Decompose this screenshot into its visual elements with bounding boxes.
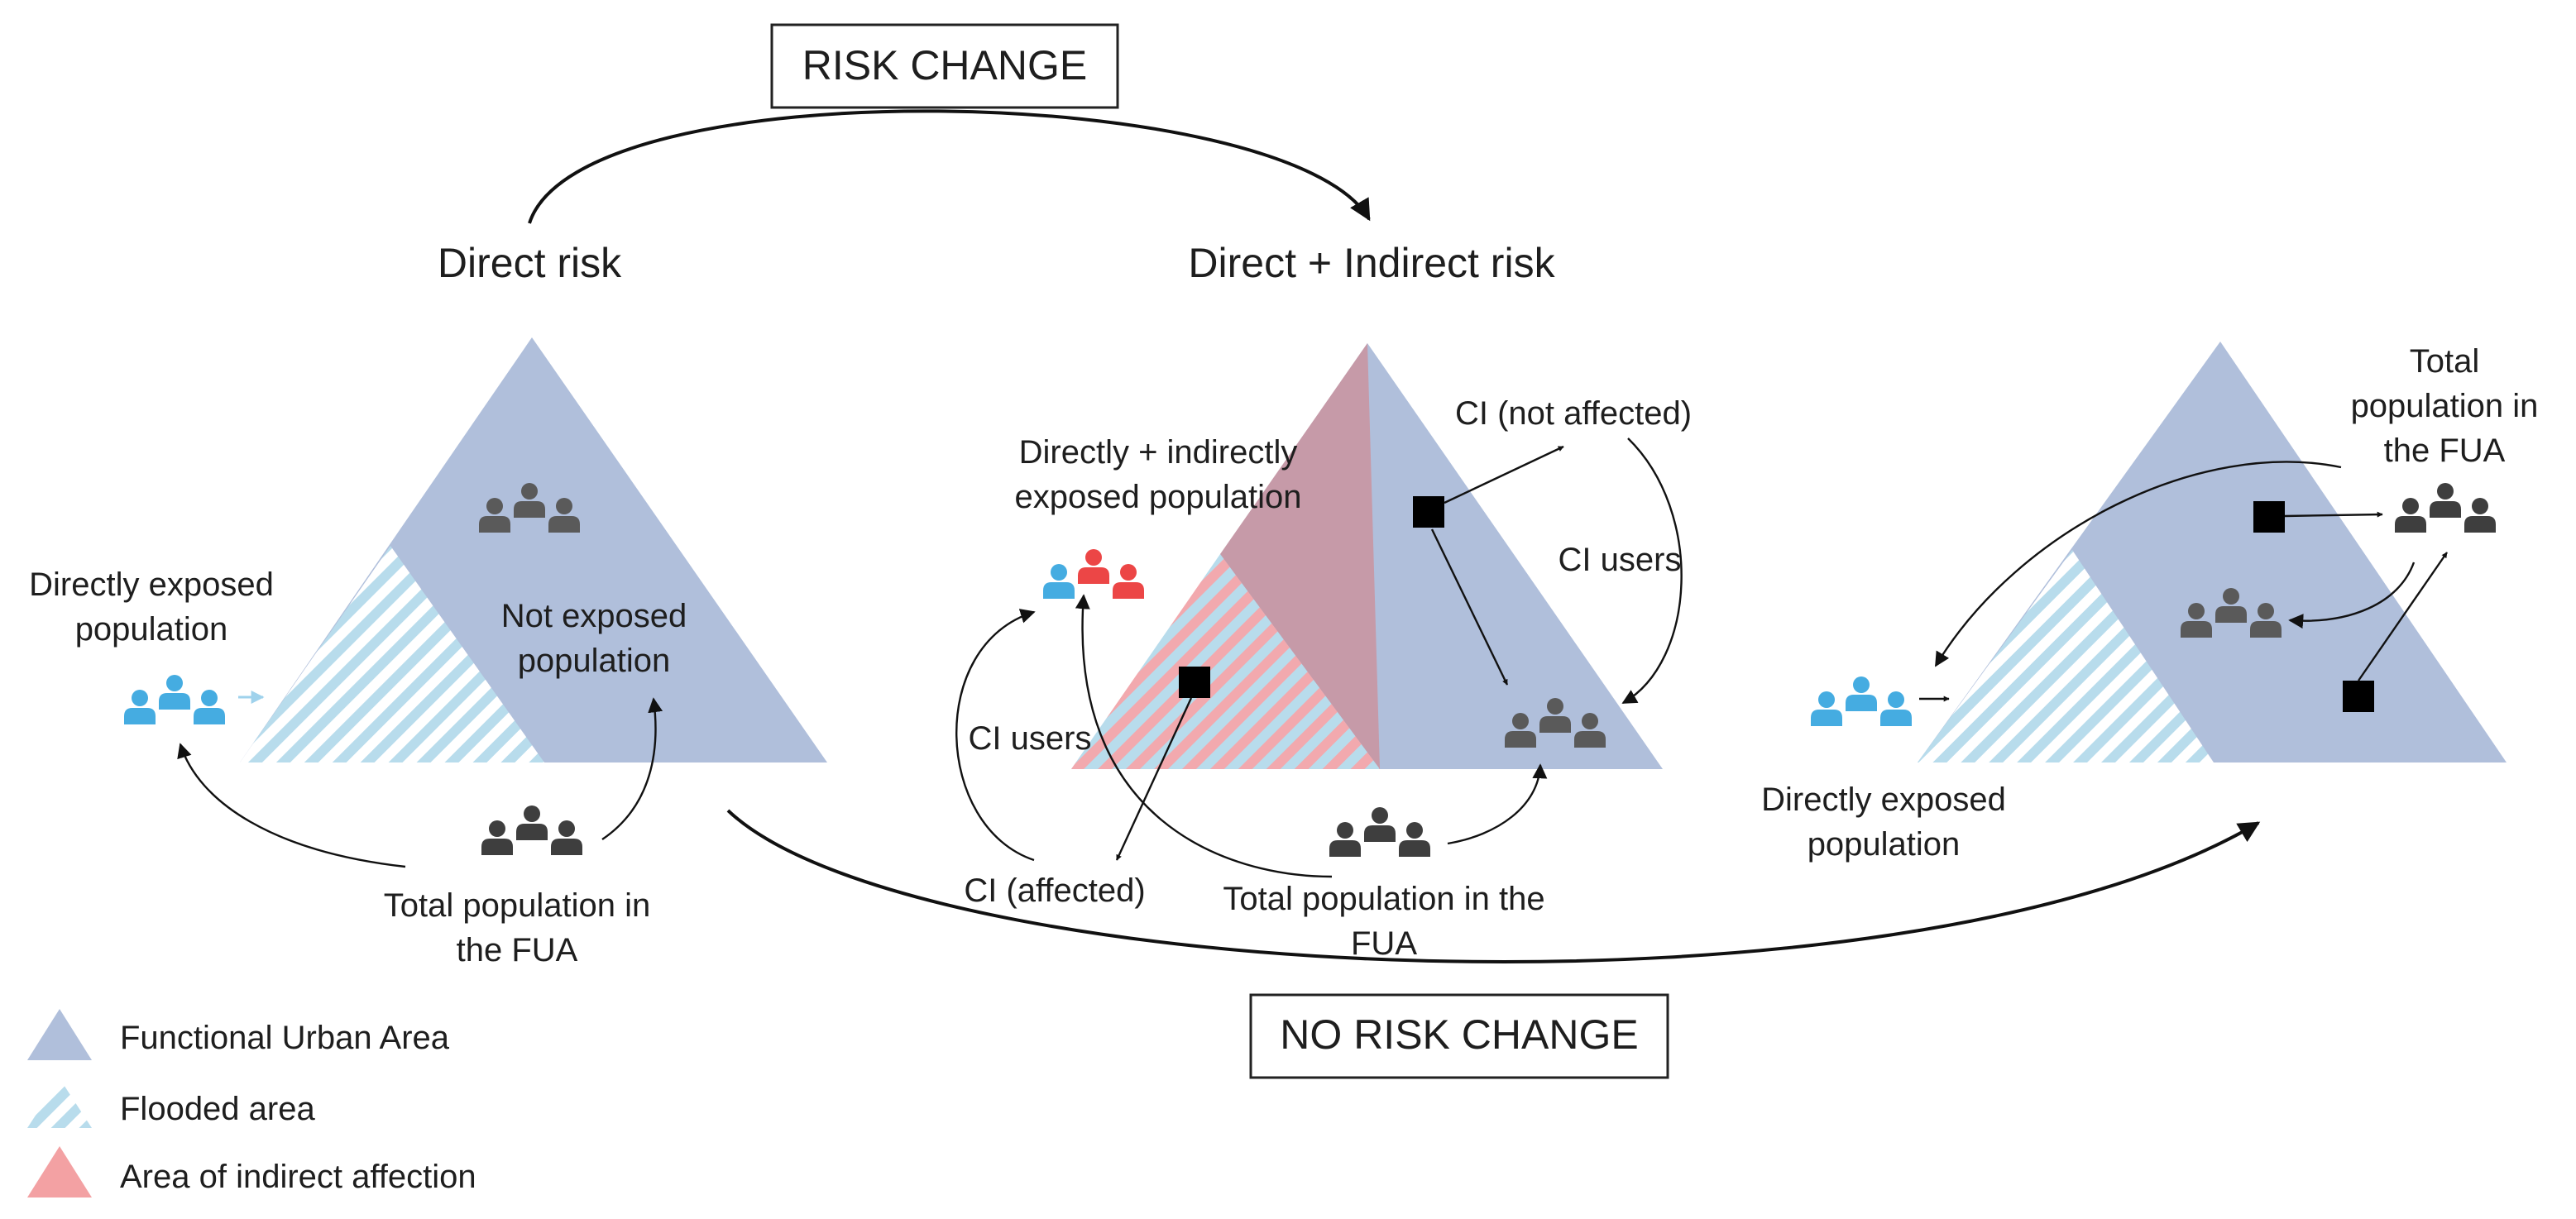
flooded-area — [240, 546, 544, 762]
directly-exposed-label-1: Directly exposed — [1761, 782, 2006, 818]
legend-item-indirect: Area of indirect affection — [27, 1146, 476, 1197]
arrow-icon — [1447, 763, 1548, 845]
no-risk-change-label: NO RISK CHANGE — [1280, 1011, 1638, 1058]
indirect-affection-area — [1220, 343, 1380, 769]
not-exposed-label-1: Not exposed — [501, 598, 687, 634]
ci-not-affected-label: CI (not affected) — [1455, 395, 1692, 432]
arrow-icon — [2288, 562, 2416, 629]
arrow-icon — [177, 743, 406, 868]
no-risk-change-arrow — [726, 809, 2261, 963]
total-population-label-1: Total population in — [384, 887, 650, 924]
panel-direct-risk: Not exposed population Directly exposed … — [29, 337, 827, 968]
risk-change-box: RISK CHANGE — [770, 23, 1119, 109]
ci-users-label-left: CI users — [969, 720, 1092, 757]
ci-users-label-right: CI users — [1559, 542, 1682, 578]
arrow-icon — [2284, 511, 2383, 518]
total-population-label-3: the FUA — [2384, 433, 2506, 469]
people-group-icon — [124, 675, 225, 724]
total-population-label-1: Total population in the — [1223, 881, 1544, 917]
directly-indirectly-exposed-label-2: exposed population — [1015, 479, 1302, 515]
total-population-label-2: the FUA — [457, 932, 578, 968]
people-group-icon — [1329, 807, 1430, 857]
arrow-icon — [1115, 697, 1193, 861]
arrow-icon — [1934, 461, 2342, 667]
total-population-label-2: FUA — [1351, 925, 1417, 962]
people-group-icon — [1043, 549, 1144, 599]
direct-indirect-risk-title: Direct + Indirect risk — [1188, 240, 1555, 286]
panel-no-risk-change: Total population in the FUA Directly exp… — [1761, 342, 2538, 863]
risk-change-arrow — [528, 109, 1371, 224]
legend-item-flooded: Flooded area — [27, 1078, 315, 1128]
arrow-icon — [1621, 437, 1683, 705]
arrow-icon — [1430, 528, 1509, 686]
no-risk-change-box: NO RISK CHANGE — [1249, 993, 1669, 1079]
ci-square-icon — [2253, 501, 2285, 533]
ci-square-icon — [2343, 681, 2374, 712]
people-group-icon — [2395, 483, 2496, 533]
ci-square-icon — [1413, 496, 1444, 528]
legend-swatch-fua — [27, 1009, 92, 1060]
legend: Functional Urban Area Flooded area Area … — [27, 1009, 476, 1197]
ci-affected-label: CI (affected) — [964, 872, 1145, 909]
directly-exposed-label-1: Directly exposed — [29, 566, 274, 603]
legend-swatch-flooded — [27, 1078, 92, 1128]
directly-exposed-label-2: population — [1808, 826, 1961, 863]
arrow-icon — [955, 609, 1036, 862]
flooded-area — [1071, 554, 1380, 769]
legend-label-indirect: Area of indirect affection — [120, 1159, 476, 1195]
arrow-icon — [1075, 594, 1333, 878]
legend-item-fua: Functional Urban Area — [27, 1009, 450, 1060]
arrow-icon — [2358, 552, 2448, 681]
total-population-label-2: population in — [2351, 388, 2539, 424]
directly-indirectly-exposed-label-1: Directly + indirectly — [1019, 434, 1298, 471]
not-exposed-label-2: population — [518, 643, 671, 679]
people-group-icon — [481, 805, 582, 855]
ci-square-icon — [1179, 667, 1210, 698]
panel-direct-indirect-risk: Directly + indirectly exposed population… — [955, 343, 1692, 962]
risk-change-label: RISK CHANGE — [802, 42, 1088, 88]
legend-label-flooded: Flooded area — [120, 1091, 315, 1127]
arrow-icon — [1444, 445, 1564, 504]
flooded-area — [1918, 550, 2214, 762]
legend-label-fua: Functional Urban Area — [120, 1020, 450, 1056]
total-population-label-1: Total — [2410, 343, 2480, 380]
arrow-icon — [601, 697, 663, 840]
direct-risk-title: Direct risk — [438, 240, 622, 286]
people-group-icon — [1811, 676, 1912, 726]
legend-swatch-indirect — [27, 1146, 92, 1197]
directly-exposed-label-2: population — [75, 611, 228, 648]
